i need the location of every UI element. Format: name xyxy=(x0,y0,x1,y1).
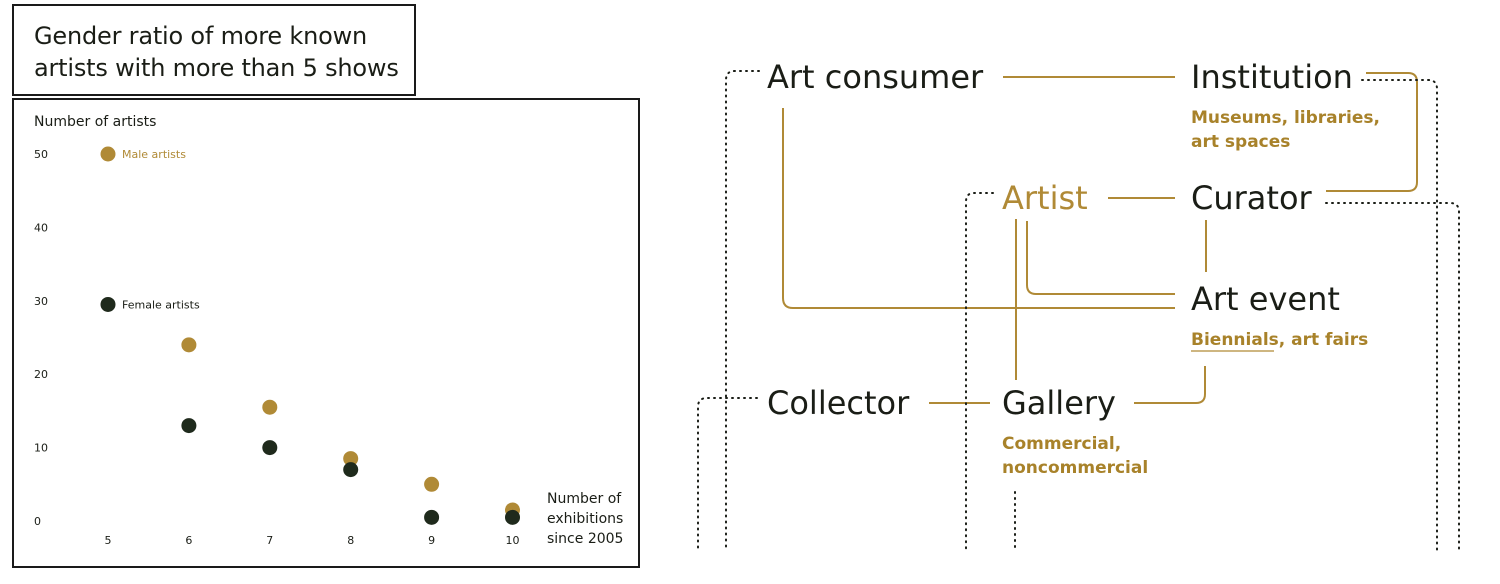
scatter-chart: Number of artists Number of exhibitions … xyxy=(34,114,623,547)
node-artist: Artist xyxy=(1002,179,1088,217)
male-artists-point xyxy=(424,476,440,492)
dotted-collector xyxy=(697,397,758,551)
x-axis-label-line: exhibitions xyxy=(547,511,623,527)
node-art-consumer: Art consumer xyxy=(767,58,984,96)
male-artists-point xyxy=(262,399,278,415)
line-consumer-event xyxy=(782,108,1175,309)
x-tick-label: 5 xyxy=(105,534,112,547)
art-world-diagram: Art consumer Institution Artist Curator … xyxy=(697,58,1460,551)
male-artists-point xyxy=(343,451,359,467)
dotted-artist xyxy=(965,192,994,551)
institution-sub-line2: art spaces xyxy=(1191,132,1290,152)
y-tick-label: 0 xyxy=(34,515,41,528)
x-tick-label: 9 xyxy=(428,534,435,547)
male-artists-point xyxy=(100,146,116,162)
x-axis-label: Number of exhibitions since 2005 xyxy=(547,491,623,547)
female-series-label: Female artists xyxy=(122,298,200,311)
x-tick-label: 8 xyxy=(347,534,354,547)
dotted-lines xyxy=(697,70,1460,551)
y-tick-label: 40 xyxy=(34,221,48,234)
male-series-label: Male artists xyxy=(122,148,186,161)
female-artists-point xyxy=(424,509,440,525)
gallery-sub-line2: noncommercial xyxy=(1002,458,1148,478)
art-event-sub: Biennials, art fairs xyxy=(1191,330,1368,350)
female-artists-point xyxy=(262,440,278,456)
x-tick-label: 7 xyxy=(266,534,273,547)
y-tick-label: 30 xyxy=(34,295,48,308)
line-artist-event xyxy=(1026,221,1175,295)
male-artists-point xyxy=(181,337,197,353)
line-gallery-event xyxy=(1134,366,1206,404)
female-artists-point xyxy=(181,418,197,434)
female-artists-point xyxy=(100,296,116,312)
y-tick-label: 50 xyxy=(34,148,48,161)
art-event-sub-rest: , art fairs xyxy=(1279,330,1368,350)
x-tick-label: 10 xyxy=(506,534,520,547)
art-event-sub-underlined: Biennials xyxy=(1191,330,1279,350)
dotted-curator xyxy=(1325,202,1460,551)
x-axis-ticks: 5 6 7 8 9 10 xyxy=(105,534,520,547)
x-tick-label: 6 xyxy=(185,534,192,547)
y-tick-label: 10 xyxy=(34,442,48,455)
x-axis-label-line: since 2005 xyxy=(547,531,623,547)
line-institution-curator xyxy=(1326,72,1418,192)
node-institution: Institution xyxy=(1191,58,1353,96)
chart-frame xyxy=(12,98,640,568)
dotted-consumer xyxy=(725,70,760,551)
chart-title-box: Gender ratio of more known artists with … xyxy=(12,4,416,96)
gallery-sub-line1: Commercial, xyxy=(1002,434,1121,454)
y-axis-label: Number of artists xyxy=(34,114,156,130)
female-artists-point xyxy=(505,509,520,525)
chart-title: Gender ratio of more known artists with … xyxy=(34,22,399,82)
node-curator: Curator xyxy=(1191,179,1313,217)
data-points xyxy=(100,146,520,525)
female-artists-point xyxy=(343,462,359,478)
connector-lines xyxy=(782,72,1418,404)
node-art-event: Art event xyxy=(1191,280,1340,318)
node-collector: Collector xyxy=(767,384,910,422)
dotted-institution xyxy=(1361,79,1438,551)
y-tick-label: 20 xyxy=(34,368,48,381)
x-axis-label-line: Number of xyxy=(547,491,622,507)
node-gallery: Gallery xyxy=(1002,384,1116,422)
y-axis-ticks: 0 10 20 30 40 50 xyxy=(34,148,48,528)
institution-sub-line1: Museums, libraries, xyxy=(1191,108,1380,128)
